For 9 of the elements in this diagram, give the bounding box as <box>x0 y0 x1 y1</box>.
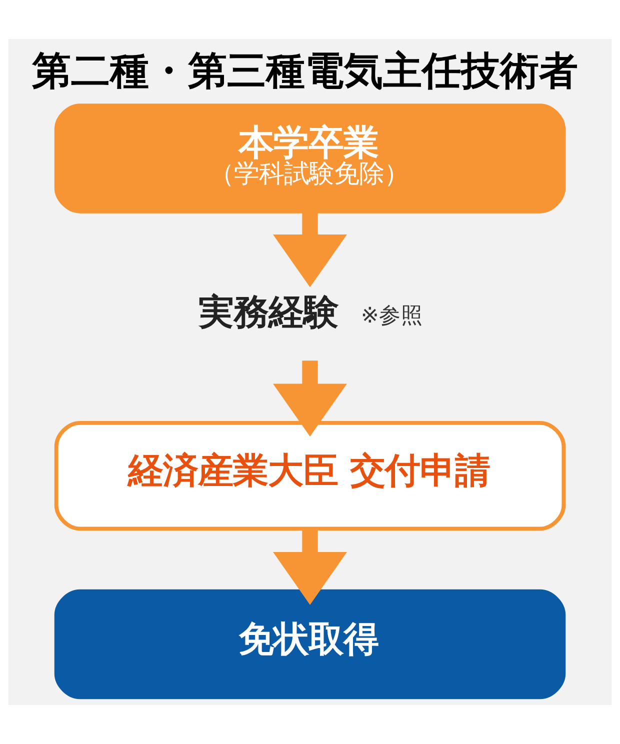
arrow <box>273 360 347 437</box>
arrow <box>273 528 347 605</box>
arrow <box>273 212 347 288</box>
node-label: ※参照 <box>360 304 423 329</box>
diagram-title: 第二種・第三種電気主任技術者 <box>32 49 578 94</box>
node-text: 実務経験 <box>198 292 338 333</box>
node-box: 本学卒業 （学科試験免除） <box>54 104 566 214</box>
node-box: 経済産業大臣 交付申請 <box>54 420 566 531</box>
node-box: 免状取得 <box>54 589 566 700</box>
